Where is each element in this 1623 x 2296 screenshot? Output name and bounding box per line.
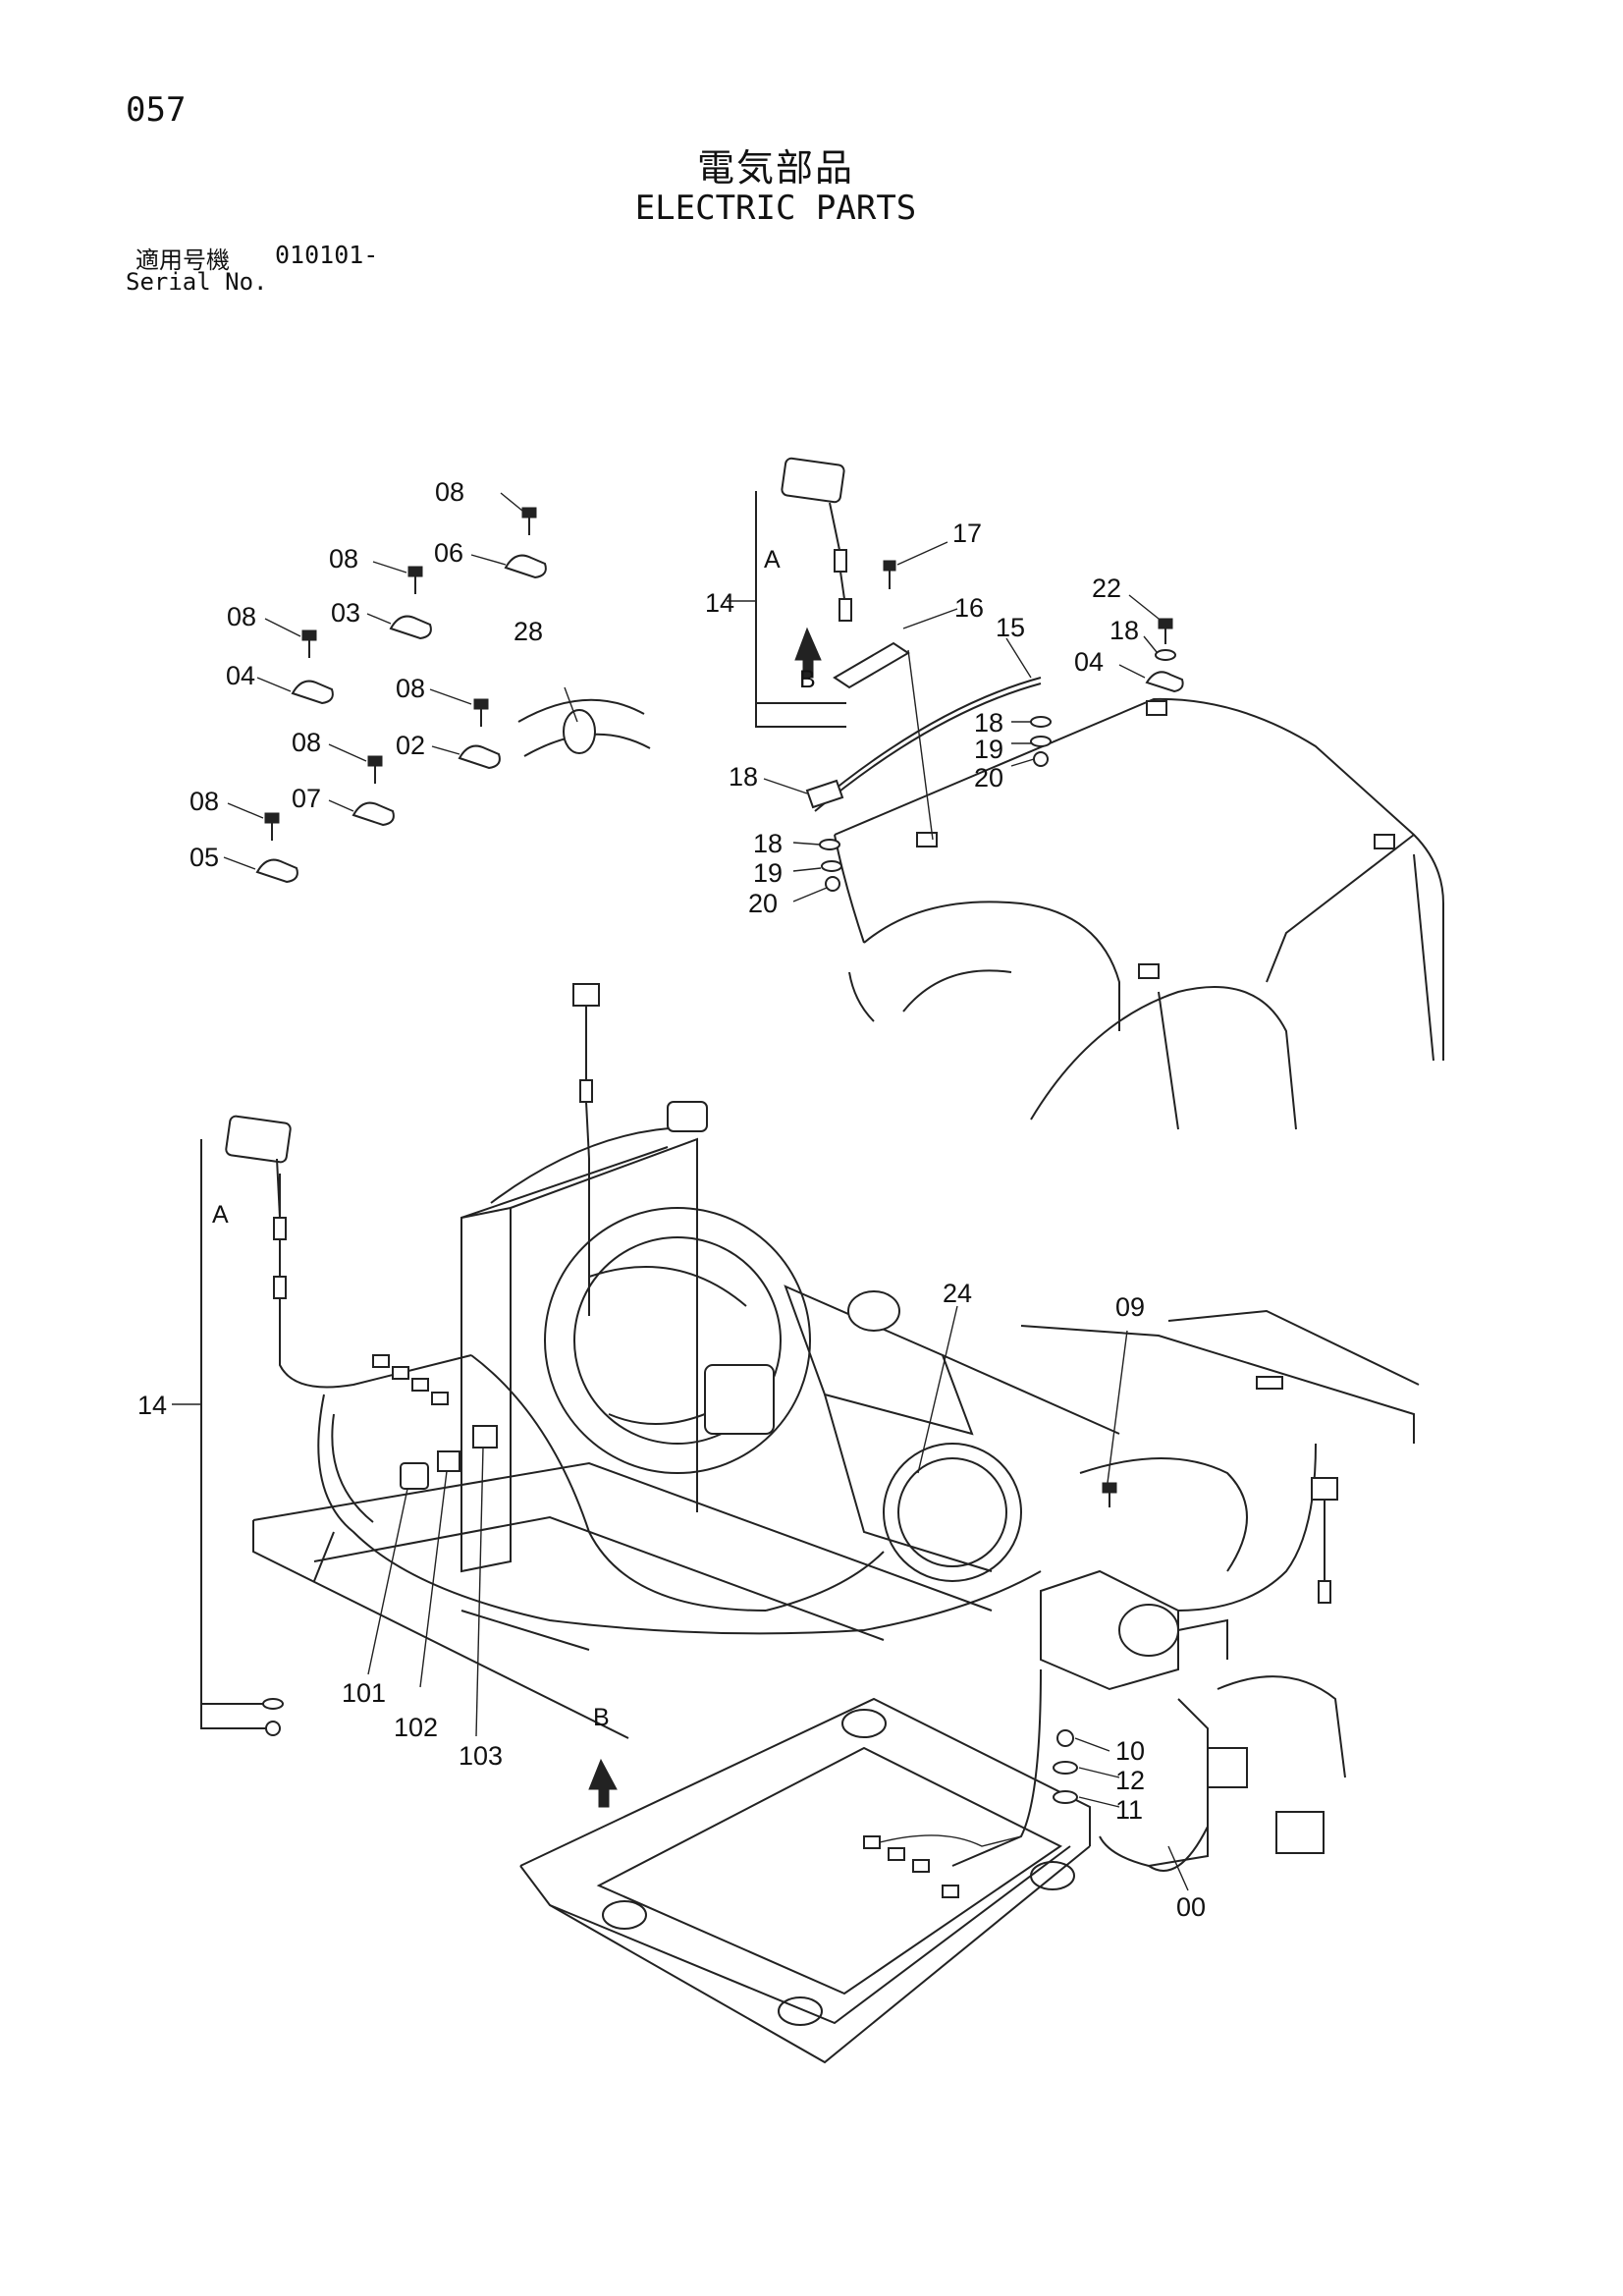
clamp-02 — [458, 744, 501, 770]
callout-101: 101 — [342, 1678, 386, 1708]
callout-08: 08 — [396, 674, 425, 703]
callout-24: 24 — [943, 1279, 972, 1308]
callout-16: 16 — [954, 593, 984, 623]
callout-00: 00 — [1176, 1892, 1206, 1922]
callout-103: 103 — [459, 1741, 503, 1771]
callout-12: 12 — [1115, 1766, 1145, 1795]
callout-10: 10 — [1115, 1736, 1145, 1766]
bolt-08-b — [407, 566, 423, 594]
clamp-group — [223, 492, 651, 884]
callout-11: 11 — [1115, 1795, 1143, 1825]
machine-frame-assembly — [172, 983, 1420, 2064]
callout-06: 06 — [434, 538, 463, 568]
work-light-top — [781, 457, 852, 622]
callout-09: 09 — [1115, 1292, 1145, 1322]
bolt-08-f — [264, 812, 280, 841]
page-title: ELECTRIC PARTS — [634, 189, 917, 228]
page-title-japanese: 電気部品 — [696, 146, 854, 190]
callout-08: 08 — [292, 728, 321, 757]
relay-102 — [437, 1450, 460, 1472]
callout-04: 04 — [1074, 647, 1104, 677]
callout-18: 18 — [753, 829, 783, 858]
callout-08: 08 — [435, 477, 464, 507]
callout-18: 18 — [1109, 616, 1139, 645]
callout-22: 22 — [1092, 574, 1121, 603]
callout-04: 04 — [226, 661, 255, 690]
callout-28: 28 — [514, 617, 543, 646]
callout-20: 20 — [748, 889, 778, 918]
relay-101 — [400, 1462, 429, 1490]
callout-08: 08 — [227, 602, 256, 631]
callout-20: 20 — [974, 763, 1003, 793]
clamp-03 — [389, 615, 432, 640]
view-marker-a: A — [212, 1201, 229, 1229]
work-light-bottom — [225, 1115, 292, 1299]
callout-14: 14 — [705, 588, 734, 618]
bolt-08-a — [521, 507, 537, 535]
callout-14: 14 — [137, 1391, 167, 1420]
view-marker-b: B — [799, 666, 816, 693]
clamp-07 — [352, 801, 395, 827]
view-marker-a: A — [764, 546, 781, 574]
view-marker-b: B — [593, 1704, 610, 1731]
callout-08: 08 — [329, 544, 358, 574]
clamp-06 — [504, 554, 547, 579]
callout-19: 19 — [974, 735, 1003, 764]
callout-102: 102 — [394, 1713, 438, 1742]
callout-18: 18 — [729, 762, 758, 792]
callout-18: 18 — [974, 708, 1003, 738]
serial-label: Serial No. — [126, 268, 268, 296]
callout-08: 08 — [189, 787, 219, 816]
relay-103 — [472, 1425, 498, 1449]
callout-15: 15 — [996, 613, 1025, 642]
callout-17: 17 — [952, 519, 982, 548]
serial-number: 010101- — [275, 241, 379, 269]
page-number: 057 — [126, 90, 187, 130]
serial-label-japanese: 適用号機 — [135, 246, 230, 274]
callout-02: 02 — [396, 731, 425, 760]
cab-roof-assembly — [727, 457, 1444, 1130]
callout-07: 07 — [292, 784, 321, 813]
bolt-08-e — [367, 755, 383, 784]
clamp-04 — [291, 680, 334, 705]
bolt-08-d — [473, 698, 489, 727]
callout-05: 05 — [189, 843, 219, 872]
clamp-05 — [255, 858, 298, 884]
callout-19: 19 — [753, 858, 783, 888]
harness-clamp-28 — [517, 686, 651, 757]
callout-labels: 08 06 08 03 08 04 28 08 02 08 07 08 05 1… — [137, 477, 1206, 1922]
callout-03: 03 — [331, 598, 360, 628]
bolt-08-c — [301, 629, 317, 658]
